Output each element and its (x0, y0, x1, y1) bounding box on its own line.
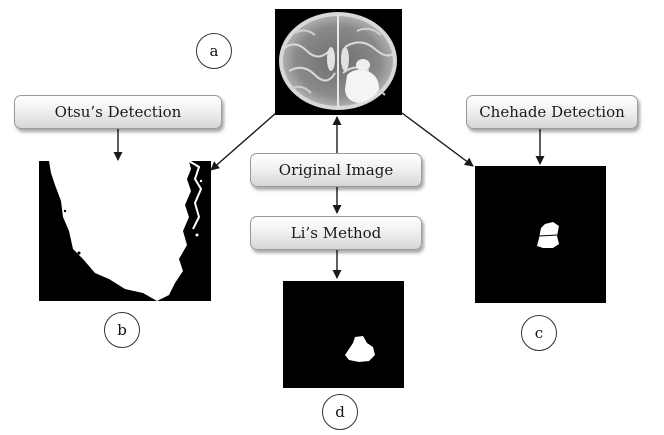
otsu-result-image (39, 161, 211, 301)
label-b: b (104, 312, 140, 348)
li-method-box: Li’s Method (250, 216, 422, 250)
chehade-result-image (475, 166, 606, 303)
chehade-detection-box: Chehade Detection (466, 95, 638, 129)
li-result-image (283, 281, 404, 388)
label-d: d (322, 394, 358, 430)
arrow-a-to-b (210, 112, 277, 171)
label-a: a (196, 33, 232, 69)
label-c: c (521, 315, 557, 351)
arrow-a-to-c (401, 112, 474, 167)
original-image-box: Original Image (250, 153, 422, 187)
original-mri-image (275, 9, 402, 115)
otsu-detection-box: Otsu’s Detection (14, 95, 222, 129)
